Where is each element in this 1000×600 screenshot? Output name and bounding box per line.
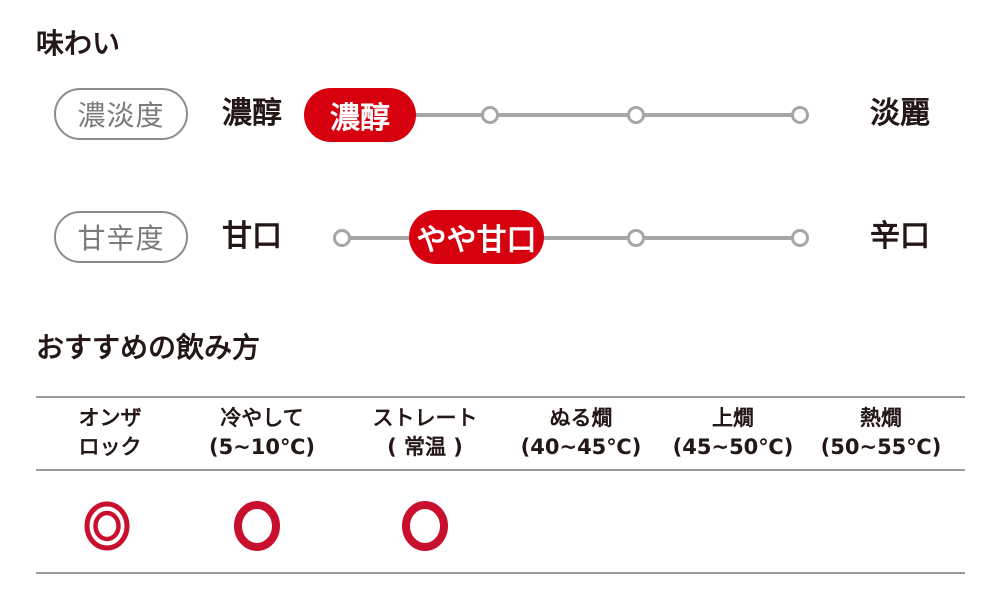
- column-header-line1: ストレート: [372, 406, 478, 430]
- column-header-straight: ストレート ( 常温 ): [350, 404, 500, 462]
- column-header-atsukan: 熱燗 (50~55℃): [806, 404, 956, 462]
- column-header-line2: ロック: [78, 435, 142, 459]
- column-header-line1: 熱燗: [860, 406, 902, 430]
- column-header-line2: ( 常温 ): [387, 435, 463, 459]
- scale-node[interactable]: [791, 106, 809, 124]
- column-header-nurukan: ぬる燗 (40~45℃): [506, 404, 656, 462]
- scale-right-label: 淡麗: [870, 96, 930, 131]
- column-header-line2: (45~50℃): [672, 435, 794, 459]
- scale-left-label: 濃醇: [222, 96, 282, 131]
- column-header-line1: 冷やして: [220, 406, 304, 430]
- scale-left-label: 甘口: [222, 219, 282, 254]
- column-header-line1: ぬる燗: [549, 406, 613, 430]
- scale-node[interactable]: [333, 229, 351, 247]
- table-top-divider: [36, 396, 965, 398]
- scale-node[interactable]: [627, 106, 645, 124]
- drinking-section-title: おすすめの飲み方: [36, 331, 261, 364]
- circle-icon: [234, 501, 280, 551]
- circle-icon: [402, 501, 448, 551]
- scale-right-label: 辛口: [870, 219, 930, 254]
- scale-selected-pill[interactable]: やや甘口: [409, 210, 544, 264]
- table-header-divider: [36, 469, 965, 471]
- column-header-line2: (50~55℃): [820, 435, 942, 459]
- column-header-line1: オンザ: [78, 406, 142, 430]
- scale-selected-pill[interactable]: 濃醇: [304, 88, 416, 142]
- column-header-line1: 上燗: [712, 406, 754, 430]
- scale-track: [345, 236, 800, 240]
- scale-node[interactable]: [481, 106, 499, 124]
- column-header-line2: (40~45℃): [520, 435, 642, 459]
- scale-label-badge: 濃淡度: [54, 88, 188, 140]
- column-header-line2: (5~10℃): [208, 435, 316, 459]
- scale-node[interactable]: [627, 229, 645, 247]
- column-header-jokan: 上燗 (45~50℃): [658, 404, 808, 462]
- scale-node[interactable]: [791, 229, 809, 247]
- scale-label-badge: 甘辛度: [54, 211, 188, 263]
- scale-track: [400, 113, 800, 117]
- double-circle-icon: [84, 501, 130, 551]
- column-header-chilled: 冷やして (5~10℃): [187, 404, 337, 462]
- table-bottom-divider: [36, 572, 965, 574]
- column-header-on-the-rocks: オンザ ロック: [35, 404, 185, 462]
- taste-section-title: 味わい: [36, 27, 121, 60]
